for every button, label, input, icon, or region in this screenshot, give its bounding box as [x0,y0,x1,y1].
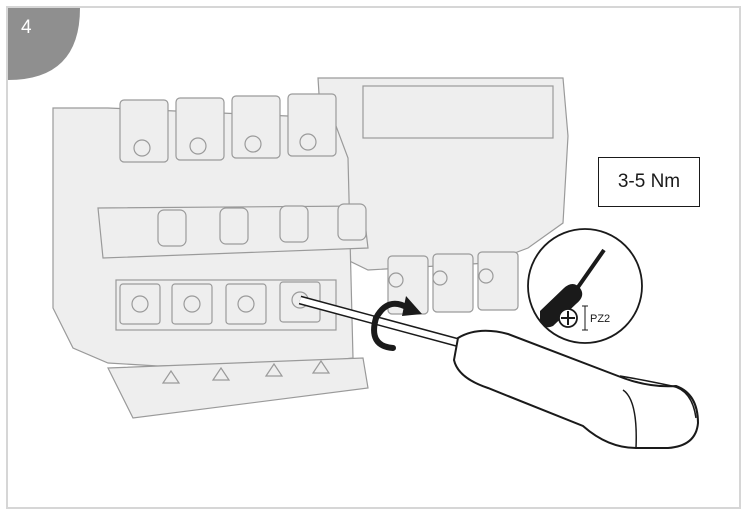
torque-label: 3-5 Nm [598,157,700,207]
switch-illustration: PZ2 [52,77,700,449]
pozidriv-bit-icon: PZ2 [527,228,643,344]
step-badge [8,8,80,80]
instruction-panel: 4 [6,6,741,509]
step-number: 4 [21,17,32,38]
warning-label-icon [161,359,331,384]
screwdriver-icon [298,295,700,449]
bit-size-label: PZ2 [590,313,610,325]
